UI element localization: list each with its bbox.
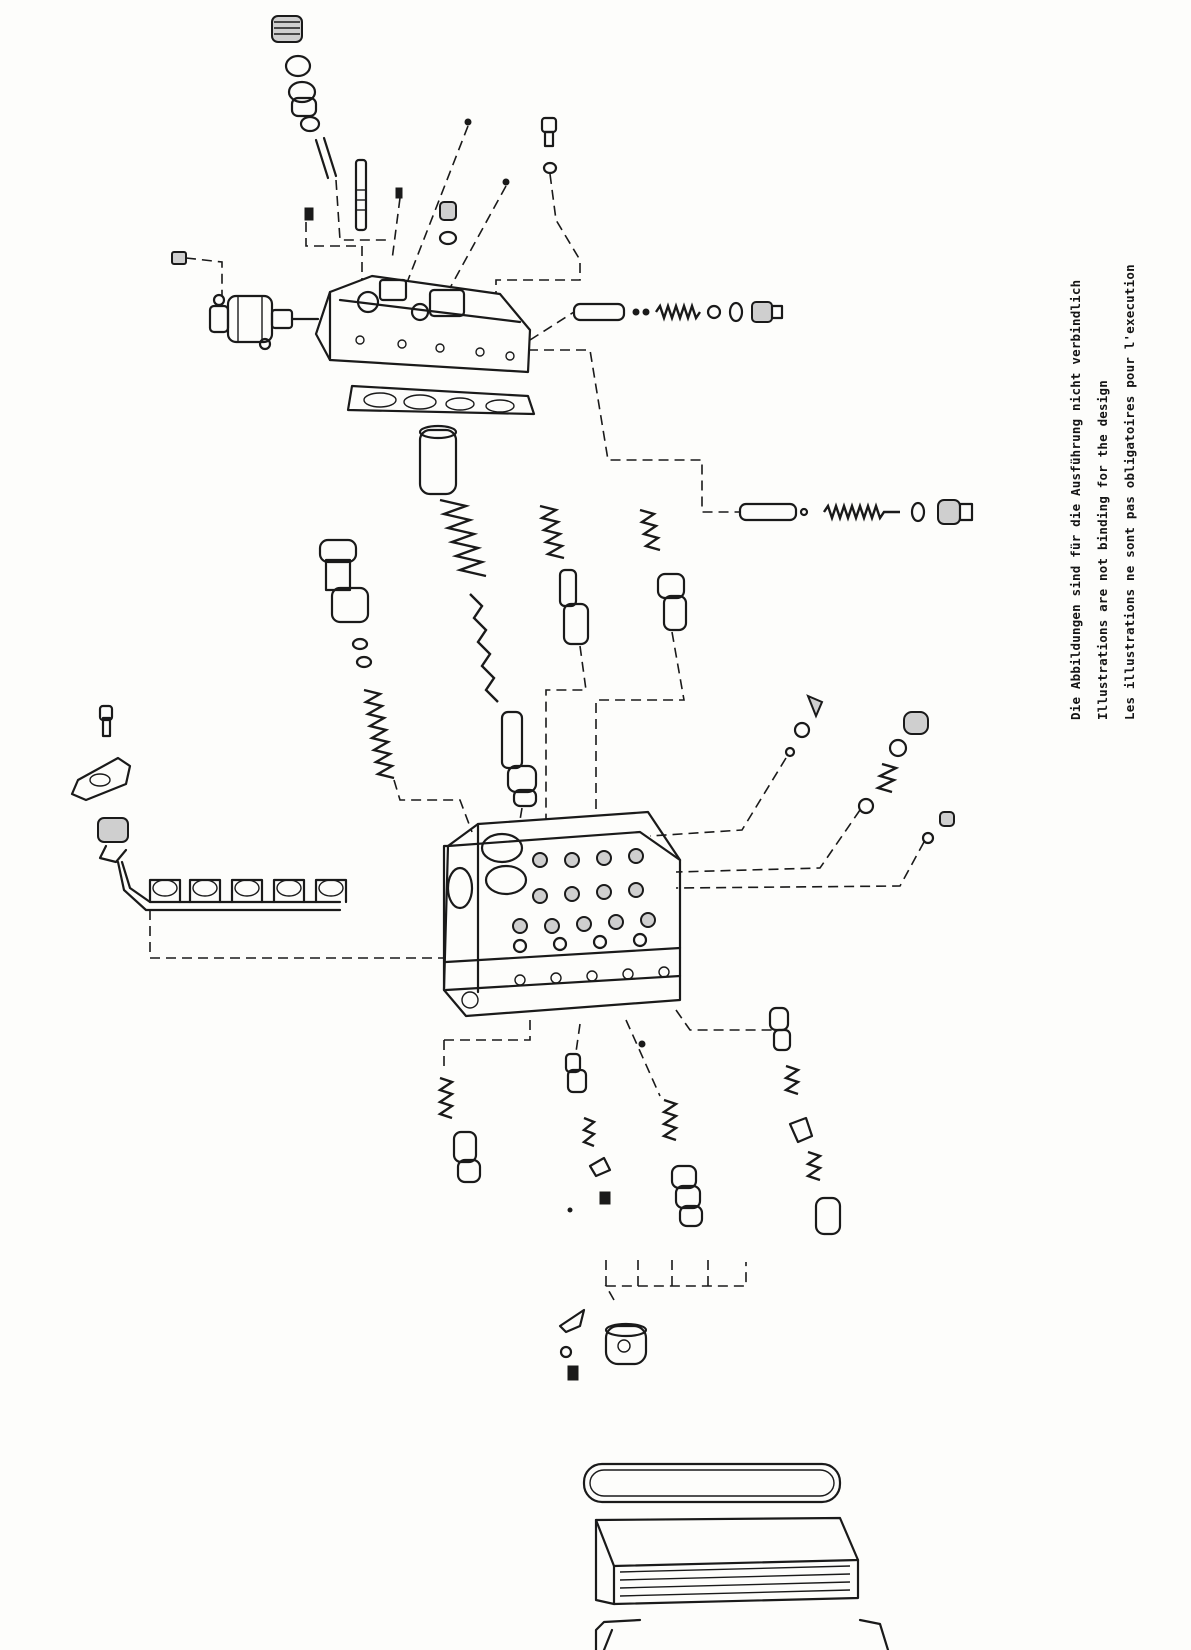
lower-left-spool <box>437 1076 482 1184</box>
disclaimer-note: Die Abbildungen sind für die Ausführung … <box>1062 200 1142 720</box>
pan-gasket <box>582 1462 842 1504</box>
lower-spool-4 <box>768 1006 842 1236</box>
separator-gasket <box>346 384 536 416</box>
lower-spool-3 <box>638 1040 704 1228</box>
set-screws-top <box>304 118 510 246</box>
assembly-leader-lines <box>149 125 925 1301</box>
spring-and-spool-3 <box>538 504 590 646</box>
lower-spool-2 <box>564 1052 612 1213</box>
disclaimer-line-english: Illustrations are not binding for the de… <box>1095 380 1110 720</box>
upper-right-valve <box>572 301 784 323</box>
oil-filter <box>594 1516 860 1606</box>
center-valve-spool <box>500 710 538 808</box>
disclaimer-line-french: Les illustrations ne sont pas obligatoir… <box>1122 264 1137 720</box>
disclaimer-line-german: Die Abbildungen sind für die Ausführung … <box>1068 279 1083 720</box>
oil-pan <box>594 1618 890 1650</box>
retaining-clip <box>558 1308 586 1381</box>
left-bolt <box>98 704 114 738</box>
mid-right-valve <box>738 499 974 525</box>
connector-flange <box>70 756 132 802</box>
small-bolt-top <box>540 116 558 175</box>
left-spring <box>362 688 396 780</box>
top-plug-stack <box>271 15 338 180</box>
main-valve-body <box>442 810 682 1018</box>
valve-sleeve <box>418 424 458 496</box>
solenoid-valve <box>208 293 320 351</box>
filter-cap <box>604 1322 648 1366</box>
right-check-balls <box>784 694 955 845</box>
center-spring-large <box>439 498 487 578</box>
center-spring-long <box>469 593 499 703</box>
spring-and-spool-4 <box>639 508 688 632</box>
wiring-harness <box>97 817 348 912</box>
small-pin-left <box>171 251 187 265</box>
long-bolt <box>354 158 368 232</box>
upper-valve-plate <box>314 274 532 374</box>
accumulator-piston <box>318 538 373 669</box>
